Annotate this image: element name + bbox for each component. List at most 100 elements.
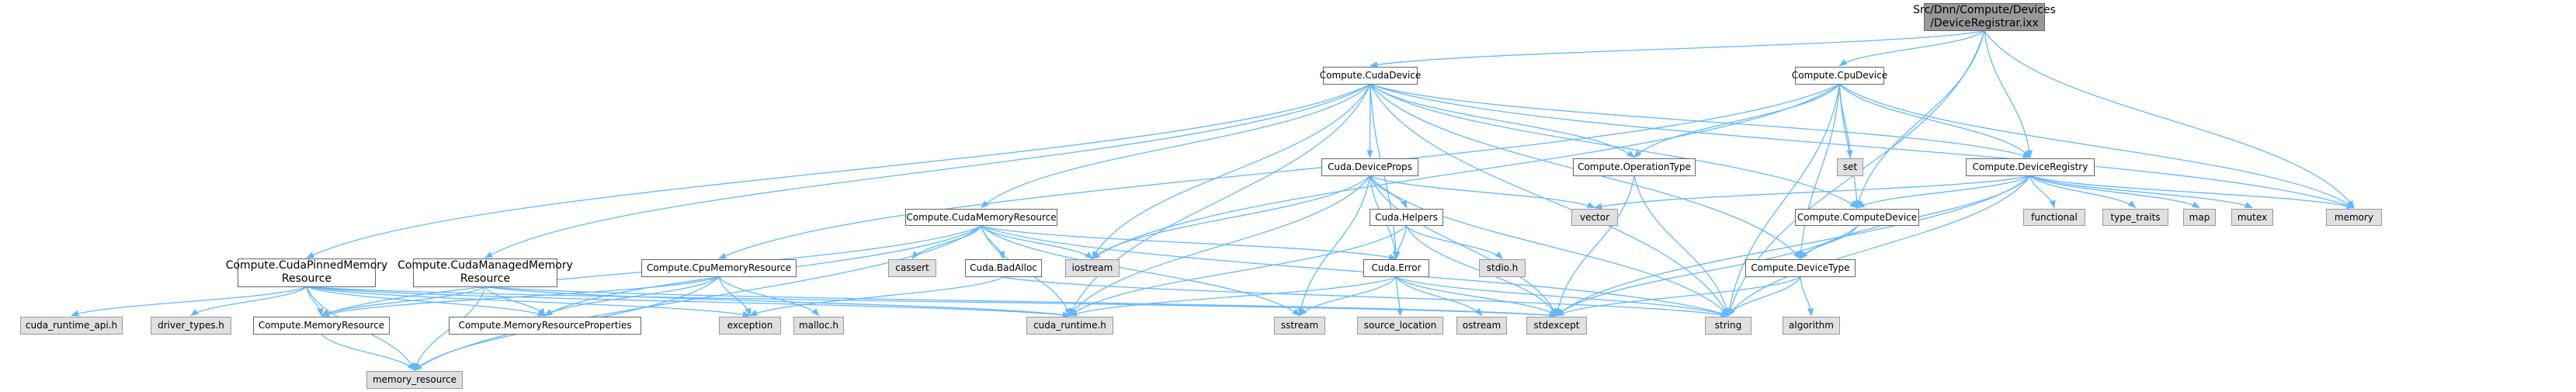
node-cuda-badalloc[interactable]: Cuda.BadAlloc xyxy=(965,259,1042,278)
edge-cpu_memory_resource-to-memory_resource_props xyxy=(544,276,720,317)
edge-device_registry-to-compute_device xyxy=(1856,175,2031,209)
edge-device_registry-to-type_traits xyxy=(2029,175,2137,209)
node-stdio-h: stdio.h xyxy=(1479,259,1526,278)
edge-cuda_device-to-cuda_device_props xyxy=(1366,84,1373,158)
node-compute-cudapinnedmemoryresource[interactable]: Compute.CudaPinnedMemory Resource xyxy=(226,258,387,287)
node-cuda-runtime-api-h: cuda_runtime_api.h xyxy=(20,316,123,335)
edge-cpu_device-to-iostream xyxy=(1092,84,1840,259)
node-sstream: sstream xyxy=(1274,316,1325,335)
node-compute-cudadevice[interactable]: Compute.CudaDevice xyxy=(1320,66,1421,85)
edge-root-to-compute_device xyxy=(1856,30,1985,209)
edge-cuda_pinned-to-cuda_runtime_h xyxy=(306,286,1071,318)
edge-cuda_bad_alloc-to-exception xyxy=(749,276,1004,317)
node-compute-operationtype[interactable]: Compute.OperationType xyxy=(1573,158,1696,176)
edge-device_type-to-stdexcept xyxy=(1556,276,1801,317)
node-compute-memoryresource[interactable]: Compute.MemoryResource xyxy=(253,316,390,335)
node-compute-cudamemoryresource[interactable]: Compute.CudaMemoryResource xyxy=(905,208,1057,227)
edge-cuda_device-to-cuda_managed xyxy=(484,84,1371,258)
edge-cuda_device_props-to-iostream xyxy=(1092,175,1370,260)
edge-root-to-device_registry xyxy=(1984,30,2033,158)
edge-cuda_device_props-to-stdexcept xyxy=(1369,175,1557,317)
root-file-node[interactable]: Src/Dnn/Compute/Devices /DeviceRegistrar… xyxy=(1913,2,2056,31)
edge-device_registry-to-memory xyxy=(2029,175,2356,210)
node-iostream: iostream xyxy=(1065,259,1120,278)
edge-cuda_error-to-cuda_runtime_h xyxy=(1069,276,1397,317)
edge-device_registry-to-stdexcept xyxy=(1556,175,2031,317)
edge-cuda_device_props-to-cuda_runtime_h xyxy=(1069,175,1371,317)
node-compute-cudamanagedmemoryresource[interactable]: Compute.CudaManagedMemory Resource xyxy=(398,258,573,287)
node-compute-cpudevice[interactable]: Compute.CpuDevice xyxy=(1792,66,1887,85)
edge-cuda_error-to-stdexcept xyxy=(1396,276,1557,317)
node-mutex: mutex xyxy=(2231,208,2273,227)
edge-cuda_bad_alloc-to-string xyxy=(1003,276,1730,318)
edge-cuda_pinned-to-exception xyxy=(306,286,752,318)
edge-cuda_pinned-to-memory_resource_c xyxy=(306,286,324,317)
edge-cuda_error-to-string xyxy=(1396,276,1729,317)
edge-cpu_device-to-memory xyxy=(1839,84,2355,209)
edge-cuda_device_props-to-vector xyxy=(1370,175,1595,209)
edge-cuda_managed-to-memory_resource_props xyxy=(484,286,546,317)
node-compute-deviceregistry[interactable]: Compute.DeviceRegistry xyxy=(1966,158,2095,176)
edge-cuda_device-to-iostream xyxy=(1092,84,1371,260)
edge-cuda_memory_resource-to-cuda_error xyxy=(981,225,1397,261)
edge-cuda_device-to-string xyxy=(1370,84,1729,317)
edge-cuda_helpers-to-stdio xyxy=(1406,225,1503,260)
node-stdexcept: stdexcept xyxy=(1526,316,1587,335)
edge-cpu_device-to-cpu_memory_resource xyxy=(718,83,1840,259)
edge-memory_resource_c-to-memory_resource_std xyxy=(321,334,415,371)
node-source-location: source_location xyxy=(1357,316,1443,335)
edge-cuda_memory_resource-to-sstream xyxy=(981,225,1300,317)
edge-device_registry-to-map xyxy=(2029,175,2200,209)
edge-cuda_helpers-to-cuda_runtime_h xyxy=(1069,225,1407,317)
node-functional: functional xyxy=(2023,208,2085,227)
node-cassert: cassert xyxy=(888,259,936,278)
edge-cpu_memory_resource-to-malloc xyxy=(718,276,820,317)
edge-root-to-cuda_device xyxy=(1369,30,1985,68)
edge-cuda_device-to-cuda_memory_resource xyxy=(981,84,1371,209)
edge-cpu_memory_resource-to-memory_resource_c xyxy=(320,276,720,317)
edge-compute_device-to-stdexcept xyxy=(1556,225,1858,317)
node-malloc-h: malloc.h xyxy=(793,316,844,335)
edge-device_registry-to-vector xyxy=(1593,175,2031,210)
edge-cpu_device-to-device_type xyxy=(1797,84,1841,260)
edge-cuda_error-to-source_location xyxy=(1395,277,1404,317)
edge-cpu_memory_resource-to-exception xyxy=(718,277,752,317)
edge-cpu_device-to-operation_type xyxy=(1633,84,1840,158)
edge-root-to-cpu_device xyxy=(1838,30,1985,67)
edge-cuda_device-to-memory xyxy=(1370,83,2355,209)
node-compute-devicetype[interactable]: Compute.DeviceType xyxy=(1745,259,1856,278)
edge-operation_type-to-string xyxy=(1633,175,1730,317)
node-compute-cpumemoryresource[interactable]: Compute.CpuMemoryResource xyxy=(641,259,797,278)
node-compute-memoryresourceproperties[interactable]: Compute.MemoryResourceProperties xyxy=(449,316,641,335)
edge-cuda_pinned-to-driver_types xyxy=(190,286,307,317)
edge-device_type-to-string xyxy=(1727,276,1801,317)
edge-cuda_pinned-to-cuda_runtime_api xyxy=(71,286,307,317)
edge-root-to-memory xyxy=(1984,30,2355,209)
node-vector: vector xyxy=(1571,208,1618,227)
edge-cuda_managed-to-memory_resource_c xyxy=(321,286,486,317)
node-exception: exception xyxy=(719,316,781,335)
node-cuda-error[interactable]: Cuda.Error xyxy=(1363,259,1429,278)
edge-cuda_device_props-to-string xyxy=(1370,175,1729,317)
edge-operation_type-to-stdexcept xyxy=(1554,175,1635,317)
edge-device_registry-to-functional xyxy=(2029,175,2056,209)
node-compute-computedevice[interactable]: Compute.ComputeDevice xyxy=(1795,208,1919,227)
edge-cpu_device-to-set xyxy=(1838,84,1853,158)
edge-cuda_memory_resource-to-string xyxy=(981,225,1729,317)
edge-cpu_device-to-device_registry xyxy=(1839,84,2031,158)
node-set: set xyxy=(1837,158,1863,176)
node-algorithm: algorithm xyxy=(1783,316,1840,335)
node-memory-resource: memory_resource xyxy=(366,371,463,389)
edge-cuda_pinned-to-stdexcept xyxy=(306,286,1558,319)
edge-device_registry-to-mutex xyxy=(2029,175,2253,209)
edge-cuda_device-to-compute_device xyxy=(1370,84,1858,209)
edge-cuda_pinned-to-memory_resource_props xyxy=(306,286,546,317)
node-memory: memory xyxy=(2326,208,2382,227)
edge-cpu_device-to-string xyxy=(1726,84,1841,317)
edge-cuda_error-to-sstream xyxy=(1299,276,1397,317)
node-cuda-deviceprops[interactable]: Cuda.DeviceProps xyxy=(1321,158,1418,176)
node-cuda-helpers[interactable]: Cuda.Helpers xyxy=(1370,208,1443,227)
node-type-traits: type_traits xyxy=(2102,208,2168,227)
edge-device_registry-to-string xyxy=(1727,175,2031,317)
